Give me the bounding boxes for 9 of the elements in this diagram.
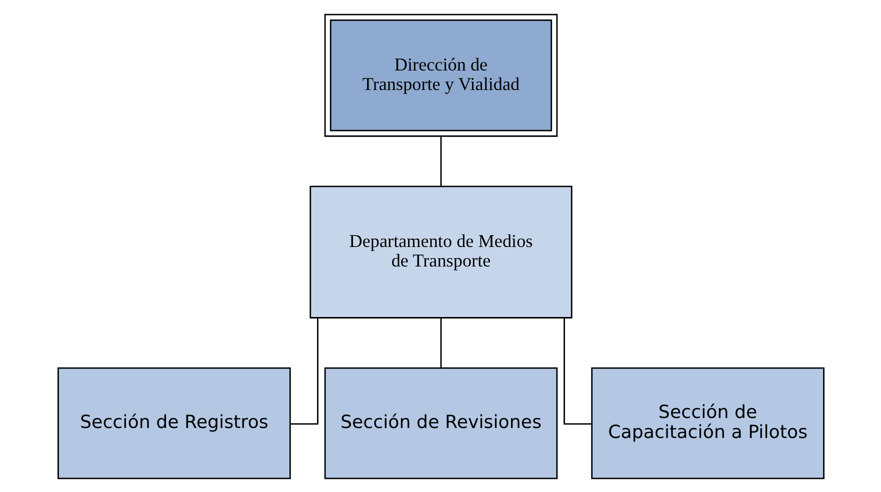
connector — [290, 318, 318, 424]
node-box: Departamento de Medios de Transporte — [309, 185, 572, 318]
node-box: Dirección de Transporte y Vialidad — [324, 13, 558, 136]
connector — [440, 136, 442, 186]
node-box: Sección de Capacitación a Pilotos — [590, 366, 824, 479]
node-box: Sección de Revisiones — [324, 366, 558, 479]
connector — [563, 318, 591, 424]
connector — [440, 317, 442, 368]
node-box: Sección de Registros — [57, 366, 290, 479]
